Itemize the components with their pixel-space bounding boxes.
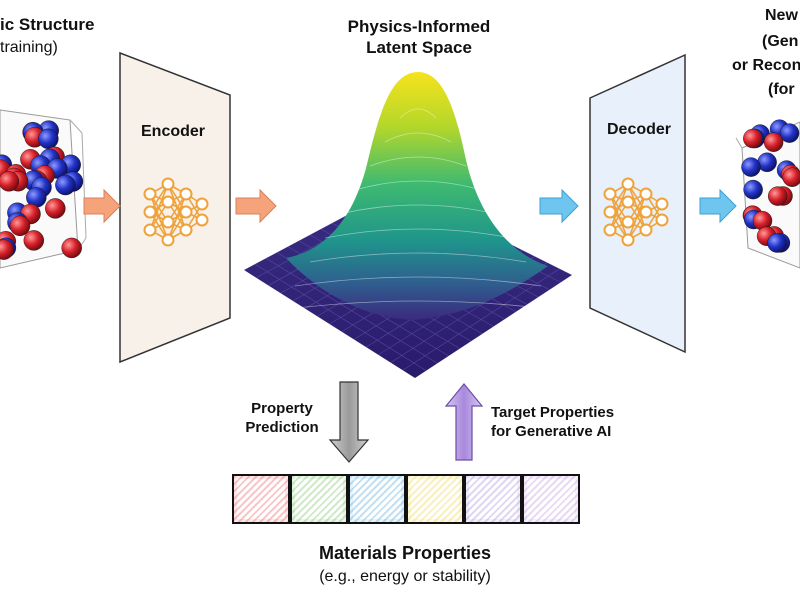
encoder-output-arrow-icon — [235, 188, 277, 224]
red-atom — [9, 215, 31, 237]
network-node — [179, 205, 193, 219]
network-node — [655, 213, 669, 227]
property-cell — [522, 474, 580, 524]
decoder-input-arrow-icon — [539, 188, 579, 224]
red-atom — [0, 171, 20, 192]
output-line3: or Recons — [732, 57, 800, 74]
encoder-input-arrow-icon — [83, 188, 121, 224]
decoder-output-arrow-icon — [699, 188, 737, 224]
network-node — [639, 223, 653, 237]
network-node — [639, 187, 653, 201]
property-cell — [406, 474, 464, 524]
surface-contour-line — [324, 228, 512, 239]
surface-contour-line — [279, 300, 557, 311]
network-node — [179, 187, 193, 201]
network-edge — [167, 193, 187, 241]
red-atom — [61, 237, 82, 259]
network-node — [143, 205, 157, 219]
network-node — [603, 187, 617, 201]
red-atom — [743, 128, 763, 149]
decoder-panel — [589, 53, 686, 354]
surface-contour-line — [294, 276, 542, 287]
red-atom — [768, 186, 788, 206]
target-properties-label: Target Properties for Generative AI — [491, 404, 614, 442]
property-cell — [232, 474, 290, 524]
surface-contour-line — [369, 156, 467, 167]
decoder-label: Decoder — [607, 121, 672, 138]
target-line1: Target Properties — [491, 404, 615, 421]
network-node — [195, 213, 209, 227]
encoder-panel — [119, 51, 231, 364]
network-node — [161, 215, 175, 229]
network-node — [655, 197, 669, 211]
output-structure-crystal — [735, 119, 800, 269]
input-structure-subtitle: training) — [0, 39, 58, 56]
output-line1: New — [765, 7, 798, 24]
blue-atom — [38, 128, 59, 150]
materials-properties-subtitle: (e.g., energy or stability) — [319, 568, 491, 585]
red-atom — [23, 230, 44, 251]
target-properties-arrow-icon — [444, 383, 484, 461]
network-node — [179, 223, 193, 237]
network-node — [621, 233, 635, 247]
network-node — [603, 205, 617, 219]
input-structure-crystal — [0, 109, 87, 269]
target-line2: for Generative AI — [491, 422, 612, 440]
network-node — [161, 195, 175, 209]
network-edge — [609, 183, 629, 231]
output-line2: (Gen — [762, 33, 799, 50]
surface-contour-line — [354, 180, 482, 191]
encoder-label: Encoder — [141, 123, 206, 140]
property-cell — [290, 474, 348, 524]
property-prediction-arrow-icon — [328, 381, 370, 463]
network-node — [621, 195, 635, 209]
prediction-line2: Prediction — [245, 418, 319, 436]
blue-atom — [741, 157, 761, 177]
network-node — [621, 177, 635, 191]
surface-contour-line — [309, 252, 527, 263]
property-cell — [464, 474, 522, 524]
blue-atom — [743, 179, 763, 200]
blue-atom — [779, 123, 800, 143]
latent-title-line2: Latent Space — [366, 38, 472, 58]
surface-contour-line — [384, 132, 452, 143]
red-atom — [782, 167, 800, 187]
network-node — [195, 197, 209, 211]
network-node — [161, 233, 175, 247]
input-structure-title: ic Structure — [0, 15, 95, 34]
surface-grid-line — [402, 268, 560, 371]
network-edge — [627, 193, 647, 241]
red-atom — [45, 198, 66, 219]
network-node — [621, 215, 635, 229]
red-atom — [0, 239, 14, 260]
blue-atom — [767, 233, 787, 253]
property-prediction-label: Property Prediction — [234, 400, 330, 438]
surface-contour-line — [339, 204, 497, 215]
network-edge — [149, 183, 169, 231]
prediction-line1: Property — [251, 400, 313, 417]
network-node — [639, 205, 653, 219]
red-atom — [763, 132, 784, 152]
network-node — [603, 223, 617, 237]
materials-properties-title: Materials Properties — [318, 543, 492, 563]
network-node — [143, 223, 157, 237]
encoder-network-icon — [143, 177, 209, 247]
output-line4: (for — [768, 81, 795, 98]
latent-space-title: Physics-Informed Latent Space — [330, 16, 508, 59]
network-node — [143, 187, 157, 201]
decoder-network-icon — [603, 177, 669, 247]
property-cell — [348, 474, 406, 524]
surface-contour-line — [399, 108, 437, 119]
network-node — [161, 177, 175, 191]
blue-atom — [55, 174, 76, 196]
latent-title-line1: Physics-Informed — [347, 17, 491, 36]
latent-surface — [244, 72, 572, 378]
